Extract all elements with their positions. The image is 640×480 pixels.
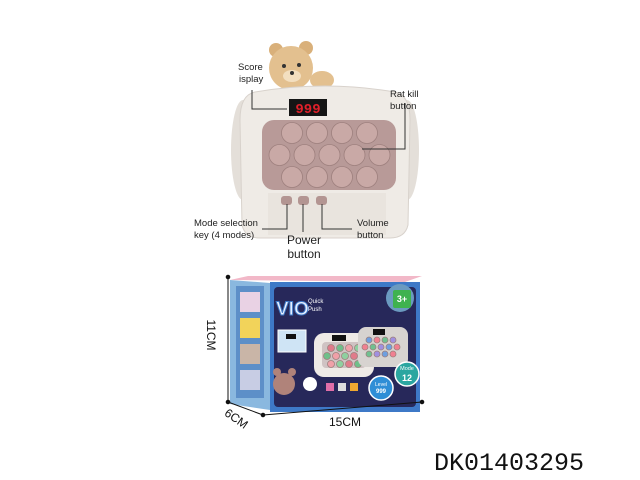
mini-bubble[interactable] [327,360,335,368]
score-display-label-2: isplay [239,74,264,85]
callout-lines [251,90,406,232]
pop-bubble-button[interactable] [331,122,353,144]
pop-bubble-button[interactable] [281,122,303,144]
mode-badge-label: Mode [400,366,414,372]
mode-label-2: key (4 modes) [194,230,254,241]
power-label-1: Power [287,233,321,247]
mini-bubble[interactable] [345,360,353,368]
pop-bubble-button[interactable] [331,166,353,188]
level-value: 999 [376,389,387,395]
mini-bubble[interactable] [323,352,331,360]
pop-bubble-button[interactable] [343,144,366,166]
mini-bubble[interactable] [389,336,397,344]
dimension-depth: 6CM [222,406,251,432]
mode-label-1: Mode selection [194,218,258,229]
pop-bubble-button[interactable] [356,166,378,188]
mini-bubble[interactable] [350,352,358,360]
pop-bubble-button[interactable] [356,122,378,144]
volume-button[interactable] [316,196,327,205]
mini-bubble[interactable] [381,350,389,358]
mini-bubble[interactable] [385,343,393,351]
mini-bubble[interactable] [365,350,373,358]
dimension-lines [225,274,425,418]
mode-badge-value: 12 [402,373,412,383]
mini-bubble[interactable] [373,350,381,358]
box-subtitle-2: Push [308,307,322,313]
volume-label-2: button [357,230,383,241]
power-button[interactable] [298,196,309,205]
level-label: Level [375,382,387,388]
dimension-width: 15CM [329,415,361,429]
score-value: 999 [295,102,320,118]
rat-kill-label-2: button [390,101,416,112]
pop-bubble-button[interactable] [268,144,291,166]
score-display-label-1: Score [238,62,263,73]
pop-bubble-button[interactable] [368,144,391,166]
rat-kill-label-1: Rat kill [390,89,419,100]
dimension-height: 11CM [204,319,218,350]
pop-bubble-button[interactable] [281,166,303,188]
mini-bubble[interactable] [327,344,335,352]
bubble-buttons [268,122,391,188]
pop-bubble-button[interactable] [306,122,328,144]
mini-bubble[interactable] [389,350,397,358]
mini-bubble[interactable] [361,343,369,351]
box-brand: VIO [276,299,309,320]
product-code: DK01403295 [434,449,585,478]
mini-bubble[interactable] [377,343,385,351]
power-label-2: button [287,247,320,261]
mode-button[interactable] [281,196,292,205]
age-badge: 3+ [397,294,407,304]
mini-bubble[interactable] [369,343,377,351]
mini-bubble[interactable] [341,352,349,360]
mini-bubble[interactable] [332,352,340,360]
mini-bubble[interactable] [345,344,353,352]
bear-figure [269,41,334,90]
volume-label-1: Volume [357,218,389,229]
packaging-box: 3+ VIO Quick Push Mode 12 Level 999 [230,276,422,412]
pop-bubble-button[interactable] [293,144,316,166]
toy-device: 999 [231,41,419,239]
mini-bubble[interactable] [365,336,373,344]
mini-bubble[interactable] [336,344,344,352]
mini-bubble[interactable] [373,336,381,344]
pop-bubble-button[interactable] [306,166,328,188]
mini-bubble[interactable] [393,343,401,351]
mini-bubble[interactable] [381,336,389,344]
box-subtitle-1: Quick [308,299,324,305]
pop-bubble-button[interactable] [318,144,341,166]
score-display [289,99,327,116]
mini-bubble[interactable] [336,360,344,368]
